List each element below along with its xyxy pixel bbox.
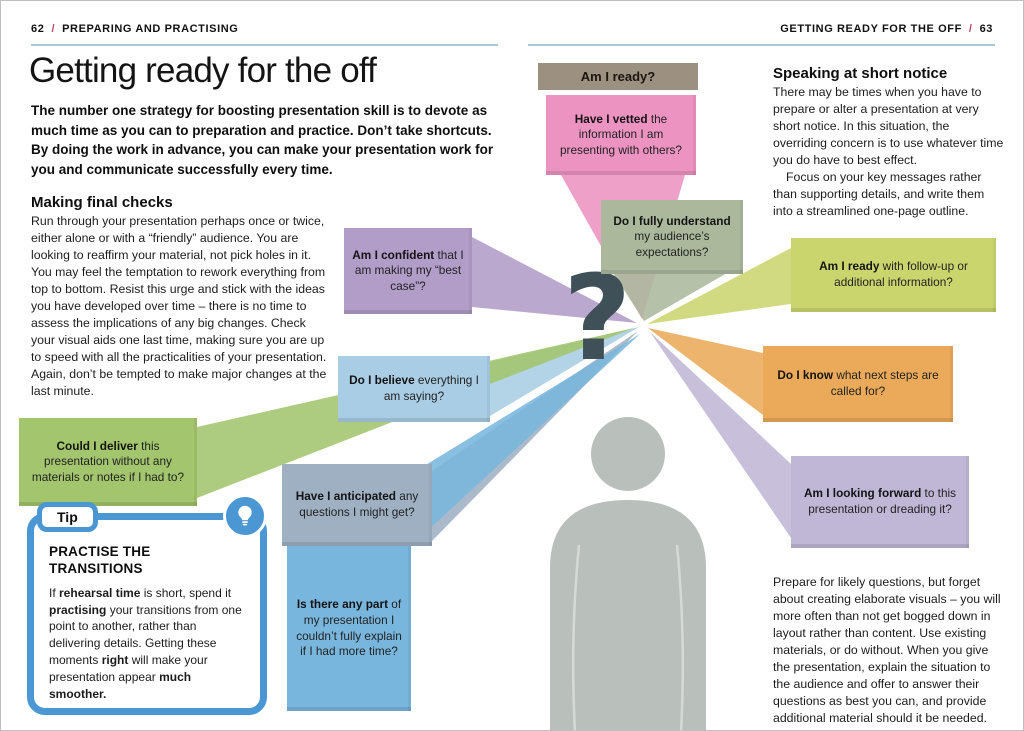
tip-content: PRACTISE THE TRANSITIONS If rehearsal ti…: [34, 520, 260, 702]
header-rule-left: [31, 44, 498, 46]
paragraph-short-notice-2: Focus on your key messages rather than s…: [773, 169, 985, 218]
question-box-vetted: Have I vetted the information I am prese…: [546, 95, 696, 175]
question-mark: ?: [563, 249, 632, 387]
paragraph-short-notice-1: There may be times when you have to prep…: [773, 85, 1004, 167]
question-box-understand: Do I fully understand my audience’s expe…: [601, 200, 743, 274]
question-text: Do I believe everything I am saying?: [349, 373, 479, 403]
question-box-explain: Is there any part of my presentation I c…: [287, 546, 411, 711]
section-body-final-checks: Run through your presentation perhaps on…: [31, 214, 327, 398]
question-box-next-steps: Do I know what next steps are called for…: [763, 346, 953, 422]
am-i-ready-label: Am I ready?: [538, 63, 698, 90]
header-slash-right: /: [968, 23, 973, 35]
running-title-left: PREPARING AND PRACTISING: [62, 23, 239, 35]
question-box-confident: Am I confident that I am making my “best…: [344, 228, 472, 314]
ray-confident: [472, 237, 637, 323]
question-box-deliver: Could I deliver this presentation withou…: [19, 418, 197, 506]
arm-line-left: [571, 544, 581, 730]
question-text: Is there any part of my presentation I c…: [296, 597, 402, 659]
running-header-left: 62 / PREPARING AND PRACTISING: [31, 23, 238, 35]
ray-follow-up: [647, 248, 791, 324]
ray-understand: [613, 273, 727, 321]
question-text: Do I know what next steps are called for…: [777, 368, 939, 398]
header-rule-right: [528, 44, 995, 46]
question-text: Am I confident that I am making my “best…: [352, 247, 464, 293]
running-header-right: GETTING READY FOR THE OFF / 63: [780, 23, 993, 35]
page-number-left: 62: [31, 23, 45, 35]
silhouette-head: [591, 417, 665, 491]
tip-body: If rehearsal time is short, spend it pra…: [49, 585, 242, 701]
header-slash-left: /: [51, 23, 56, 35]
question-text: Have I vetted the information I am prese…: [560, 111, 682, 157]
arm-line-right: [675, 544, 685, 730]
ray-next-steps: [648, 328, 763, 415]
page-number-right: 63: [979, 23, 993, 35]
person-silhouette: [550, 417, 706, 730]
lightbulb-glyph: [238, 505, 252, 526]
right-bottom-paragraph: Prepare for likely questions, but forget…: [773, 575, 1001, 725]
question-text: Do I fully understand my audience’s expe…: [613, 213, 731, 259]
ray-looking-forward: [650, 332, 791, 538]
intro-paragraph: The number one strategy for boosting pre…: [31, 103, 494, 177]
question-text: Have I anticipated any questions I might…: [295, 489, 419, 519]
question-text: Am I looking forward to this presentatio…: [803, 486, 957, 516]
ray-believe: [490, 327, 639, 416]
running-title-right: GETTING READY FOR THE OFF: [780, 23, 962, 35]
right-heading-short-notice: Speaking at short notice: [773, 65, 948, 82]
question-box-follow-up: Am I ready with follow-up or additional …: [791, 238, 996, 312]
question-text: Could I deliver this presentation withou…: [31, 438, 185, 484]
lightbulb-icon: [223, 494, 267, 538]
tip-label: Tip: [37, 502, 98, 532]
question-text: Am I ready with follow-up or additional …: [819, 259, 968, 289]
page-title: Getting ready for the off: [29, 51, 377, 90]
right-paragraphs: There may be times when you have to prep…: [773, 84, 1006, 220]
question-box-looking-forward: Am I looking forward to this presentatio…: [791, 456, 969, 548]
tip-heading: PRACTISE THE TRANSITIONS: [49, 544, 151, 576]
question-box-believe: Do I believe everything I am saying?: [338, 356, 490, 422]
silhouette-body: [550, 500, 706, 730]
tip-box: PRACTISE THE TRANSITIONS If rehearsal ti…: [27, 513, 267, 715]
section-heading-final-checks: Making final checks: [31, 194, 173, 211]
question-box-anticipated: Have I anticipated any questions I might…: [282, 464, 432, 546]
